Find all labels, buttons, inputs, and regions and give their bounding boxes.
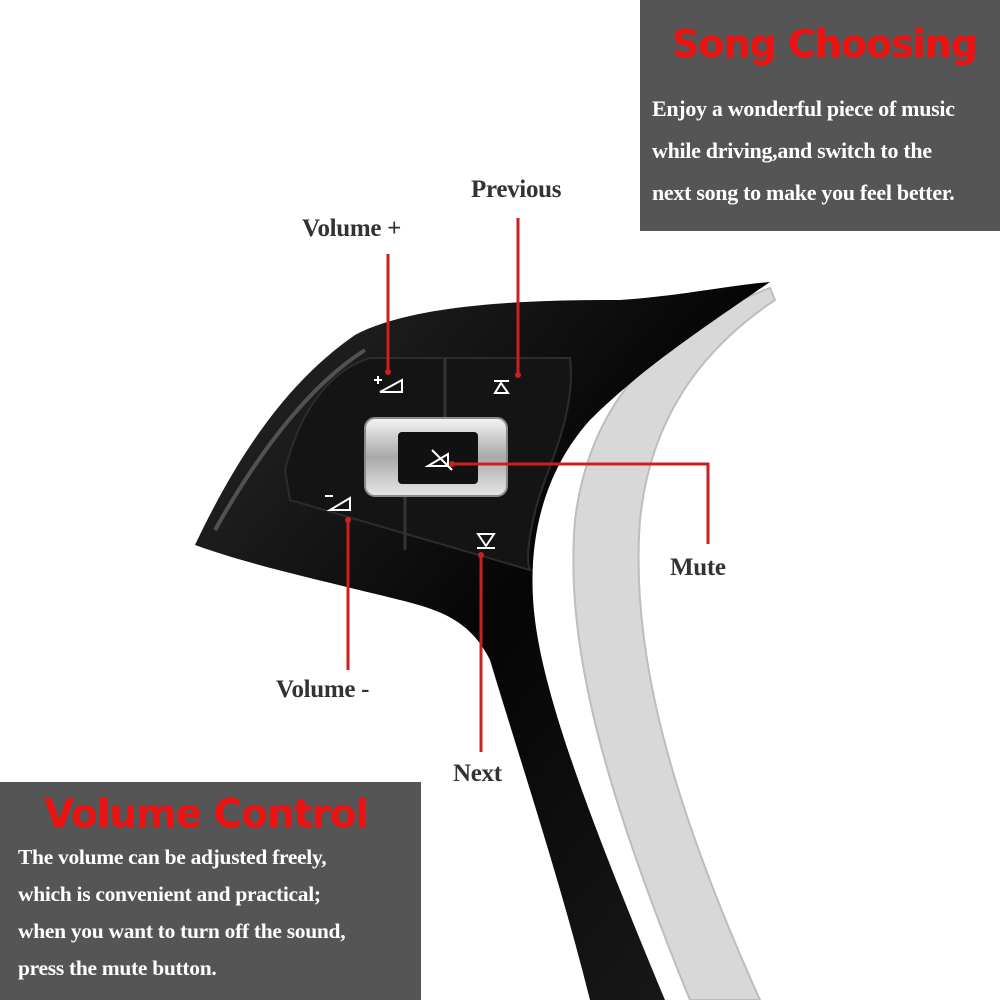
trim-highlight [213, 348, 367, 531]
callout-volume-down: Volume - [276, 676, 370, 703]
volume-line-4: press the mute button. [18, 956, 217, 980]
volume-control-title: Volume Control [44, 792, 369, 837]
volume-control-panel: Volume Control The volume can be adjuste… [0, 782, 421, 1000]
song-choosing-description: Enjoy a wonderful piece of music while d… [652, 88, 955, 214]
volume-line-1: The volume can be adjusted freely, [18, 845, 327, 869]
leader-dots [345, 369, 521, 558]
previous-symbol [493, 380, 510, 394]
leader-lines [346, 218, 710, 752]
song-line-2: while driving,and switch to the [652, 138, 932, 163]
volume-control-description: The volume can be adjusted freely, which… [18, 839, 346, 987]
next-symbol [476, 533, 496, 549]
song-choosing-title: Song Choosing [672, 22, 978, 66]
volume-down-symbol [325, 495, 351, 511]
volume-line-2: which is convenient and practical; [18, 882, 321, 906]
callout-volume-up: Volume + [302, 215, 402, 242]
volume-line-3: when you want to turn off the sound, [18, 919, 346, 943]
song-line-3: next song to make you feel better. [652, 180, 955, 205]
callout-previous: Previous [471, 176, 562, 203]
callout-mute: Mute [670, 554, 726, 581]
mute-key-face [398, 432, 478, 484]
song-line-1: Enjoy a wonderful piece of music [652, 96, 955, 121]
callout-next: Next [453, 760, 502, 787]
mute-symbol [424, 449, 453, 471]
silver-rim [572, 286, 777, 1000]
volume-up-symbol [374, 376, 403, 393]
song-choosing-panel: Song Choosing Enjoy a wonderful piece of… [640, 0, 1000, 231]
leader-mute [452, 462, 710, 544]
